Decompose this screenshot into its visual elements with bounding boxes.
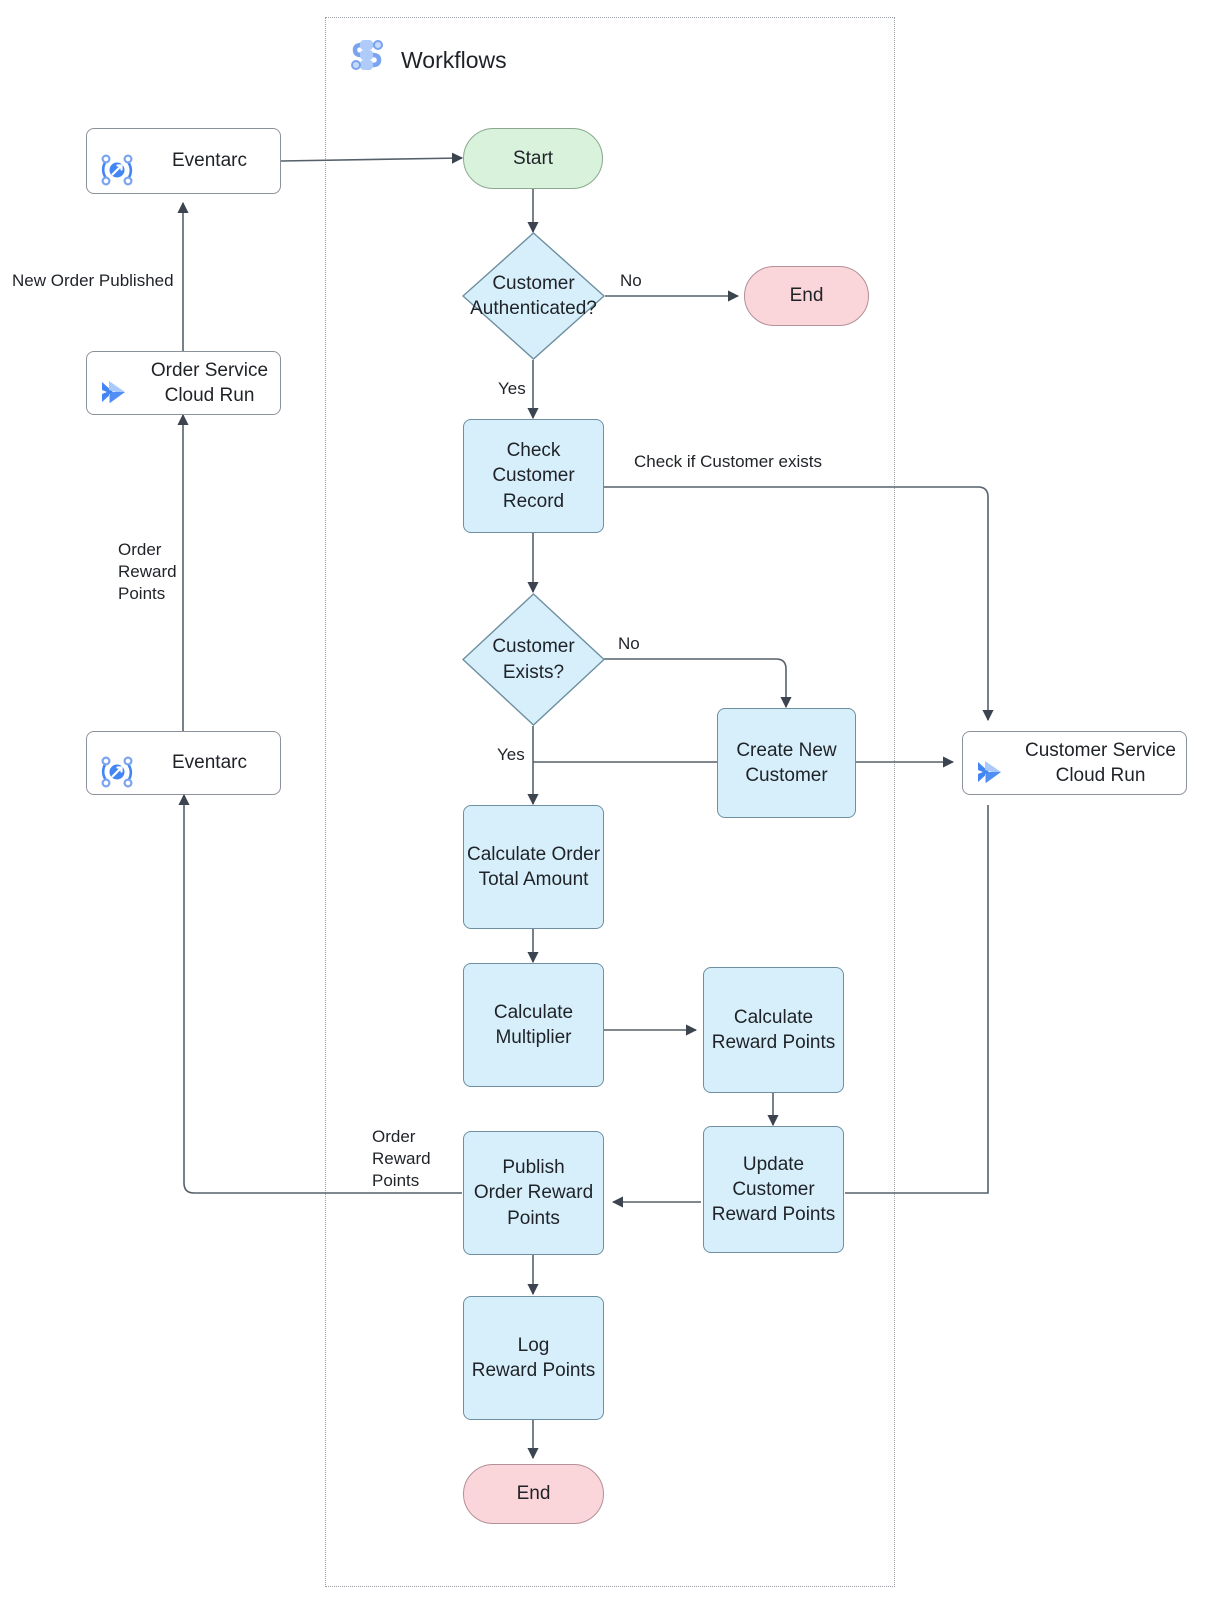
edge-label-new-order-published: New Order Published xyxy=(12,271,174,290)
service-eventarc-bottom[interactable]: Eventarc xyxy=(86,731,281,795)
node-label: Check Customer Record xyxy=(492,440,575,512)
node-label: Update Customer Reward Points xyxy=(711,1153,836,1226)
node-end-top[interactable]: End xyxy=(744,266,869,326)
node-label: Create New Customer xyxy=(736,739,837,786)
edge-label-exists-no: No xyxy=(618,634,640,653)
node-label: Customer Authenticated? xyxy=(470,272,597,319)
service-customer-service-cloud-run[interactable]: Customer Service Cloud Run xyxy=(962,731,1187,795)
node-label: Calculate Multiplier xyxy=(493,1001,574,1048)
node-calculate-order-total[interactable]: Calculate Order Total Amount xyxy=(463,805,604,929)
node-end-bottom[interactable]: End xyxy=(463,1464,604,1524)
service-label: Customer Service Cloud Run xyxy=(1025,739,1176,786)
node-label: Publish Order Reward Points xyxy=(473,1157,594,1229)
node-customer-exists[interactable]: Customer Exists? xyxy=(462,593,605,726)
eventarc-icon xyxy=(97,727,137,799)
eventarc-icon xyxy=(97,125,137,197)
edge-label-exists-yes: Yes xyxy=(497,745,525,764)
workflows-icon xyxy=(345,35,389,85)
node-label: Customer Exists? xyxy=(492,636,575,683)
edge-label-auth-yes: Yes xyxy=(498,379,526,398)
node-label: Calculate Reward Points xyxy=(711,1006,836,1053)
node-label: Start xyxy=(512,147,554,169)
node-label: End xyxy=(516,1483,551,1505)
cloud-run-icon xyxy=(97,347,137,419)
edge-label-order-reward-points-lower: Order Reward Points xyxy=(372,1127,431,1190)
edge-label-check-if-customer-exists: Check if Customer exists xyxy=(634,452,822,471)
workflows-label: Workflows xyxy=(401,46,507,73)
node-calculate-reward-points[interactable]: Calculate Reward Points xyxy=(703,967,844,1093)
service-label: Order Service Cloud Run xyxy=(150,359,269,406)
cloud-run-icon xyxy=(973,727,1013,799)
node-label: Calculate Order Total Amount xyxy=(466,843,601,890)
edge-label-auth-no: No xyxy=(620,271,642,290)
edge-label-order-reward-points-upper: Order Reward Points xyxy=(118,540,177,603)
node-log-reward-points[interactable]: Log Reward Points xyxy=(463,1296,604,1420)
node-label: End xyxy=(789,285,824,307)
node-start[interactable]: Start xyxy=(463,128,603,189)
node-publish-order-reward-points[interactable]: Publish Order Reward Points xyxy=(463,1131,604,1255)
service-eventarc-top[interactable]: Eventarc xyxy=(86,128,281,194)
node-customer-authenticated[interactable]: Customer Authenticated? xyxy=(462,232,605,360)
node-create-new-customer[interactable]: Create New Customer xyxy=(717,708,856,818)
node-label: Log Reward Points xyxy=(471,1334,596,1381)
node-calculate-multiplier[interactable]: Calculate Multiplier xyxy=(463,963,604,1087)
service-label: Eventarc xyxy=(172,752,247,774)
service-label: Eventarc xyxy=(172,150,247,172)
workflows-container-title: Workflows xyxy=(345,35,507,85)
service-order-service-cloud-run[interactable]: Order Service Cloud Run xyxy=(86,351,281,415)
node-check-customer-record[interactable]: Check Customer Record xyxy=(463,419,604,533)
node-update-customer-reward-points[interactable]: Update Customer Reward Points xyxy=(703,1126,844,1253)
